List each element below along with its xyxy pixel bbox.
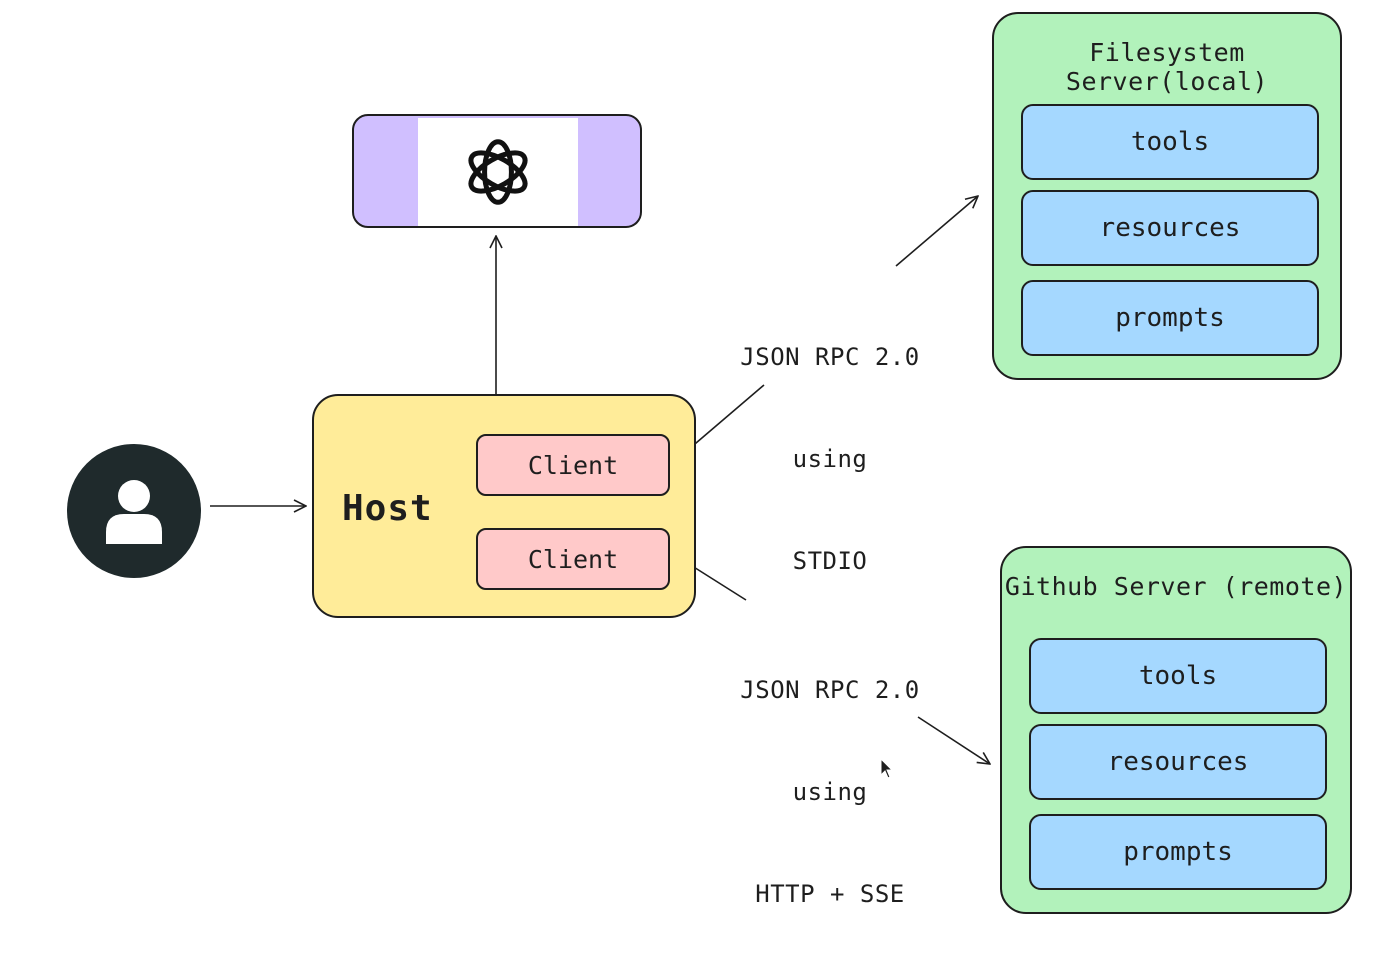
server-title: Github Server (remote) bbox=[1004, 572, 1348, 601]
connection-using: using bbox=[792, 445, 868, 473]
mouse-pointer-icon bbox=[880, 758, 894, 779]
user-icon bbox=[106, 480, 162, 544]
http-sse-connection-label: JSON RPC 2.0 using HTTP + SSE bbox=[720, 605, 940, 979]
connection-using: using bbox=[792, 778, 868, 806]
client-1: Client bbox=[476, 434, 670, 496]
capability-resources: resources bbox=[1021, 190, 1319, 266]
capability-tools: tools bbox=[1029, 638, 1327, 714]
connection-transport: HTTP + SSE bbox=[755, 880, 905, 908]
capability-prompts: prompts bbox=[1029, 814, 1327, 890]
server-title: Filesystem Server(local) bbox=[1065, 38, 1269, 96]
github-server-box: Github Server (remote) tools resources p… bbox=[1000, 546, 1352, 914]
architecture-diagram: Host Client Client Filesystem Server(loc… bbox=[67, 12, 1352, 914]
host-box: Host Client Client bbox=[312, 394, 696, 618]
llm-logo-panel bbox=[418, 118, 578, 226]
label-to-filesystem-arrow bbox=[895, 196, 978, 267]
capability-resources: resources bbox=[1029, 724, 1327, 800]
openai-logo-icon bbox=[468, 139, 528, 205]
llm-box bbox=[352, 114, 642, 228]
filesystem-server-box: Filesystem Server(local) tools resources… bbox=[992, 12, 1342, 380]
user-avatar bbox=[67, 444, 201, 578]
connection-protocol: JSON RPC 2.0 bbox=[740, 343, 920, 371]
capability-prompts: prompts bbox=[1021, 280, 1319, 356]
connection-transport: STDIO bbox=[792, 547, 868, 575]
host-label: Host bbox=[342, 488, 433, 529]
connection-protocol: JSON RPC 2.0 bbox=[740, 676, 920, 704]
capability-tools: tools bbox=[1021, 104, 1319, 180]
stdio-connection-label: JSON RPC 2.0 using STDIO bbox=[720, 272, 940, 646]
client-2: Client bbox=[476, 528, 670, 590]
